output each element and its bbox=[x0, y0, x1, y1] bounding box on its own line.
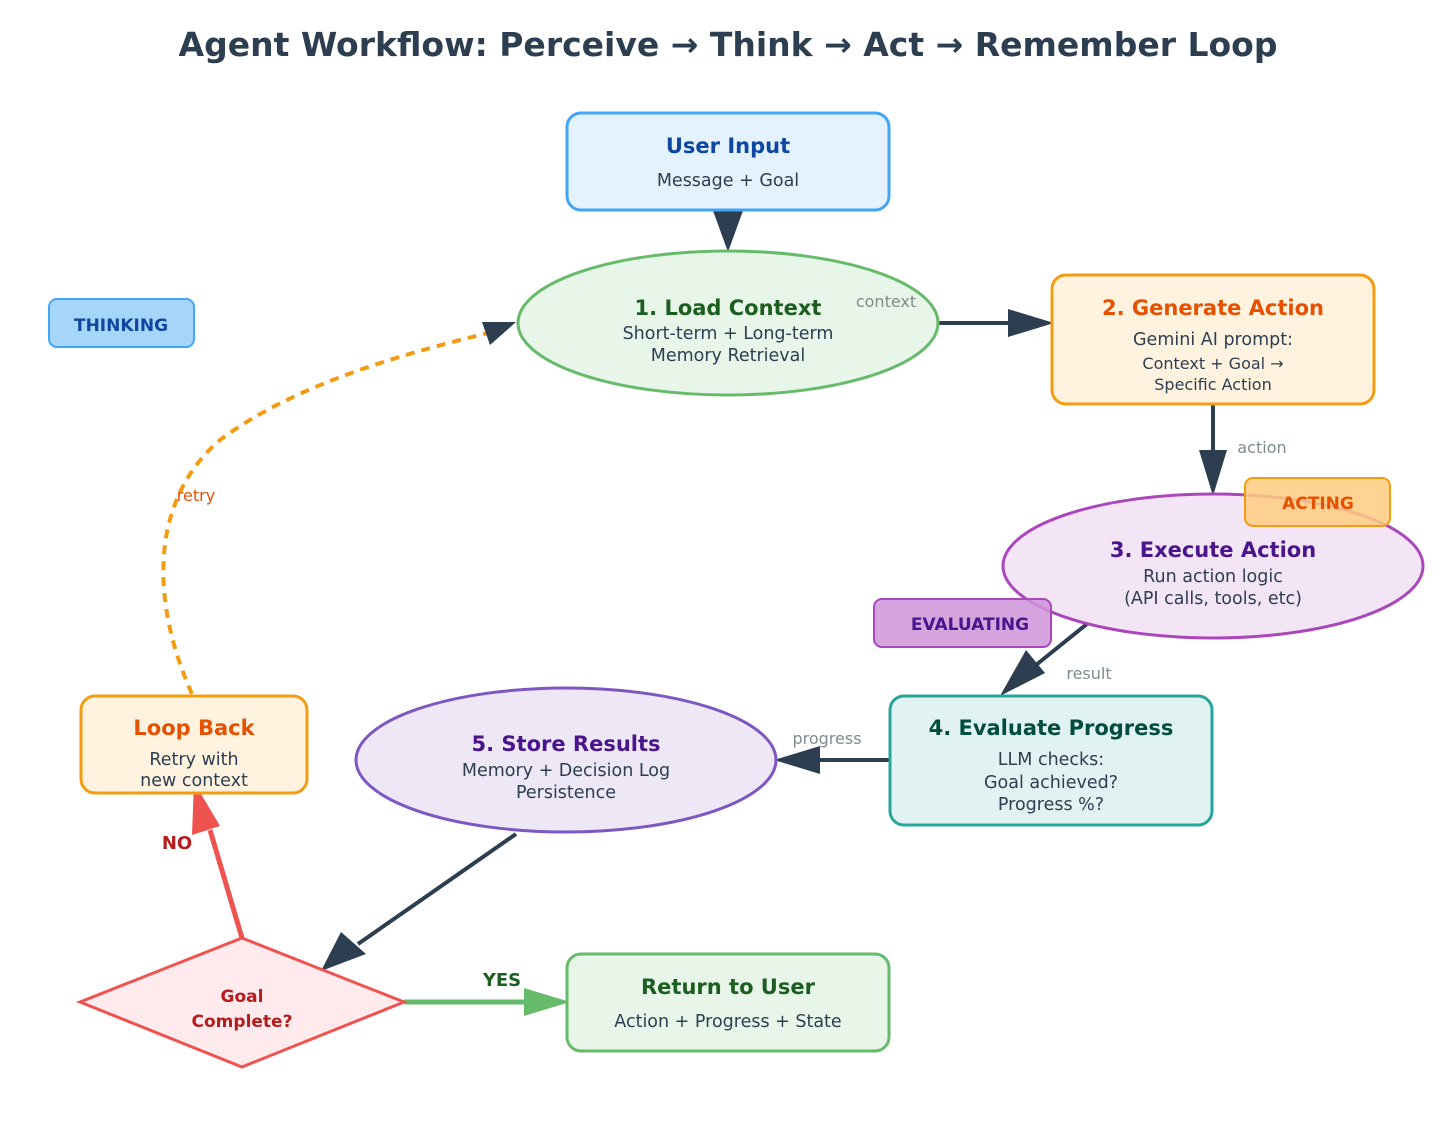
badge-evaluating-label: EVALUATING bbox=[911, 615, 1029, 635]
generate-action-line1: Gemini AI prompt: bbox=[1133, 330, 1293, 350]
store-results-line2: Persistence bbox=[516, 783, 616, 803]
user-input-title: User Input bbox=[666, 134, 790, 158]
execute-action-title: 3. Execute Action bbox=[1110, 538, 1316, 562]
edge-context-to-generate bbox=[938, 309, 1054, 337]
generate-action-title: 2. Generate Action bbox=[1102, 296, 1324, 320]
node-return-to-user: Return to User Action + Progress + State bbox=[565, 952, 891, 1053]
node-store-results: 5. Store Results Memory + Decision Log P… bbox=[354, 686, 778, 834]
edge-store-to-decision bbox=[321, 832, 518, 971]
edge-label-yes: YES bbox=[482, 970, 521, 991]
edge-decision-to-return bbox=[404, 988, 570, 1016]
edge-input-to-context bbox=[712, 208, 744, 252]
evaluate-progress-line1: LLM checks: bbox=[998, 750, 1104, 770]
edge-label-result: result bbox=[1066, 664, 1111, 683]
evaluate-progress-line3: Progress %? bbox=[998, 795, 1104, 815]
badge-thinking: THINKING bbox=[48, 298, 195, 348]
edge-evaluate-to-store bbox=[774, 746, 889, 774]
badge-evaluating: EVALUATING bbox=[873, 598, 1052, 648]
edge-label-no: NO bbox=[162, 833, 192, 854]
edge-label-retry: retry bbox=[177, 486, 215, 505]
generate-action-line2: Context + Goal → bbox=[1142, 354, 1283, 373]
node-generate-action: 2. Generate Action Gemini AI prompt: Con… bbox=[1050, 273, 1376, 406]
user-input-subtitle: Message + Goal bbox=[657, 171, 799, 191]
loop-back-line1: Retry with bbox=[149, 750, 238, 770]
execute-action-line1: Run action logic bbox=[1143, 567, 1283, 587]
node-goal-complete: Goal Complete? bbox=[75, 936, 409, 1069]
edge-generate-to-execute bbox=[1199, 404, 1227, 496]
store-results-line1: Memory + Decision Log bbox=[462, 761, 670, 781]
edge-label-action: action bbox=[1237, 438, 1286, 457]
load-context-line1: Short-term + Long-term bbox=[623, 324, 834, 344]
node-execute-action: 3. Execute Action Run action logic (API … bbox=[1001, 492, 1425, 640]
return-to-user-title: Return to User bbox=[641, 975, 816, 999]
return-to-user-subtitle: Action + Progress + State bbox=[614, 1012, 841, 1032]
node-load-context: 1. Load Context Short-term + Long-term M… bbox=[516, 249, 940, 397]
edge-retry-loop bbox=[161, 322, 516, 695]
edge-label-context: context bbox=[856, 292, 916, 311]
evaluate-progress-line2: Goal achieved? bbox=[984, 773, 1118, 793]
goal-complete-line2: Complete? bbox=[192, 1012, 293, 1032]
node-user-input: User Input Message + Goal bbox=[565, 111, 891, 212]
generate-action-line3: Specific Action bbox=[1154, 375, 1271, 394]
load-context-line2: Memory Retrieval bbox=[651, 346, 806, 366]
badge-acting: ACTING bbox=[1244, 477, 1391, 527]
load-context-title: 1. Load Context bbox=[635, 296, 822, 320]
badge-thinking-label: THINKING bbox=[74, 316, 168, 336]
goal-complete-line1: Goal bbox=[221, 987, 264, 1007]
loop-back-line2: new context bbox=[140, 771, 248, 791]
loop-back-title: Loop Back bbox=[133, 716, 255, 740]
store-results-title: 5. Store Results bbox=[472, 732, 661, 756]
execute-action-line2: (API calls, tools, etc) bbox=[1124, 589, 1302, 609]
edge-label-progress: progress bbox=[792, 729, 861, 748]
evaluate-progress-title: 4. Evaluate Progress bbox=[929, 716, 1174, 740]
edge-decision-to-loopback bbox=[192, 782, 245, 939]
diagram-title: Agent Workflow: Perceive → Think → Act →… bbox=[179, 25, 1278, 64]
node-loop-back: Loop Back Retry with new context bbox=[79, 694, 309, 795]
badge-acting-label: ACTING bbox=[1282, 494, 1354, 514]
node-evaluate-progress: 4. Evaluate Progress LLM checks: Goal ac… bbox=[888, 694, 1214, 827]
